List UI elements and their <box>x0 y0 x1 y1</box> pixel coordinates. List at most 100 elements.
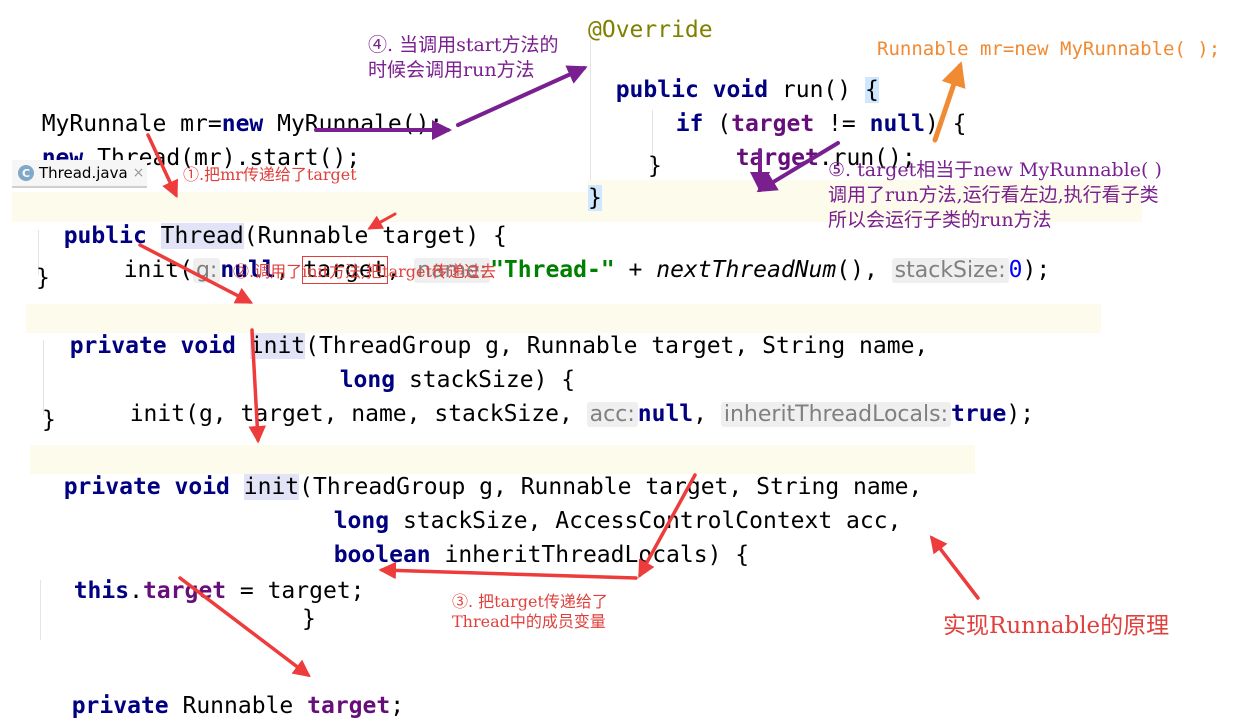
code-text: , <box>275 257 304 283</box>
matched-brace: { <box>864 77 879 103</box>
note-4-start-calls-run: ④. 当调用start方法的 时候会调用run方法 <box>368 34 559 81</box>
assign-target: this.target = target; <box>46 552 365 604</box>
main-line-1: MyRunnale mr=new MyRunnale(); <box>14 85 444 137</box>
code-text: stackSize, AccessControlContext acc, <box>389 508 902 534</box>
code-text: ); <box>1022 257 1051 283</box>
code-text: != <box>814 111 870 137</box>
keyword: public <box>615 77 699 103</box>
param-hint: stackSize: <box>891 258 1009 283</box>
note-1-mr-to-target: ①.把mr传递给了target <box>183 165 357 184</box>
indent-guide <box>652 110 653 170</box>
note-5-target-run: ⑤. target相当于new MyRunnable( ) 调用了run方法,运… <box>828 159 1162 231</box>
code-text: ); <box>1006 401 1035 427</box>
code-text: = target; <box>226 578 365 604</box>
arrow-to-run <box>456 65 588 127</box>
init2-signature: private void init(ThreadGroup g, Runnabl… <box>36 448 922 500</box>
indent-guide <box>43 340 44 415</box>
code-text: ) { <box>924 111 967 137</box>
diagram-title: 实现Runnable的原理 <box>943 613 1170 639</box>
code-text: + <box>614 257 657 283</box>
arrow-init1-to-init2 <box>248 328 266 444</box>
run-if: if (target != null) { <box>648 85 967 137</box>
keyword: void <box>180 333 236 359</box>
code-text: (ThreadGroup g, Runnable target, String … <box>305 333 929 359</box>
param-hint: inheritThreadLocals: <box>720 402 951 427</box>
method-name: init <box>243 474 300 500</box>
number-literal: 0 <box>1008 257 1023 283</box>
indent-guide <box>40 580 41 640</box>
arrow-init-to-init1 <box>138 243 254 304</box>
keyword: new <box>221 111 264 137</box>
code-text: ) { <box>465 223 507 249</box>
init1-close: } <box>42 407 56 433</box>
code-text: . <box>129 578 143 604</box>
arrow-title-pointer <box>929 535 980 600</box>
field-ref: target <box>735 145 819 171</box>
arrow-param-down <box>638 473 697 579</box>
keyword: private <box>69 333 167 359</box>
init2-line-highlight <box>30 445 975 474</box>
init1-line-highlight <box>26 304 1101 333</box>
arrow-to-assign <box>378 561 638 580</box>
code-text: MyRunnale(); <box>263 111 444 137</box>
init1-signature: private void init(ThreadGroup g, Runnabl… <box>42 307 928 359</box>
run-signature: public void run() { <box>588 51 879 103</box>
arrow-up-to-instance <box>932 61 966 143</box>
param-hint: g: <box>192 258 221 283</box>
arrow-param-to-target <box>367 212 397 230</box>
note-3-member-field: ③. 把target传递给了 Thread中的成员变量 <box>452 592 608 631</box>
code-text: run() <box>768 77 865 103</box>
arrow-assign-to-field <box>178 576 311 678</box>
code-text: (ThreadGroup g, Runnable target, String … <box>299 474 923 500</box>
editor-tab-thread-java[interactable]: C Thread.java × <box>12 160 147 188</box>
init1-signature-2: long stackSize) { <box>312 341 575 393</box>
run-call: target.run(); <box>708 119 916 171</box>
keyword: private <box>63 474 161 500</box>
arrow-target-run <box>756 141 840 193</box>
close-icon[interactable]: × <box>132 165 145 181</box>
param-hint: acc: <box>586 402 638 427</box>
code-text: ( <box>703 111 732 137</box>
ctor-signature: public Thread(Runnable target) { <box>36 197 507 249</box>
c-class-icon: C <box>18 165 34 181</box>
note-myrunnable-instance: Runnable mr=new MyRunnable( ); <box>877 38 1221 60</box>
run-close-highlight <box>588 180 1141 222</box>
note-2-call-init: ②.调用了init方法,把target传递过去 <box>233 262 496 281</box>
keyword: void <box>174 474 230 500</box>
code-text: MyRunnale mr= <box>41 111 222 137</box>
code-text: .run(); <box>818 145 916 171</box>
keyword: this <box>73 578 130 604</box>
param-hint: name: <box>414 258 491 283</box>
run-close-1: } <box>648 153 662 179</box>
code-text: , <box>693 401 721 427</box>
keyword: null <box>220 257 276 283</box>
run-close-2: } <box>588 185 602 211</box>
code-text: init( <box>123 257 193 283</box>
matched-brace: } <box>588 185 602 211</box>
init2-close: } <box>302 606 316 632</box>
ctor-init-call: init(g:null, target, name:"Thread-" + ne… <box>96 231 1050 284</box>
code-text: inheritThreadLocals) { <box>430 542 750 568</box>
keyword: true <box>951 401 1007 427</box>
target-arg-box: target <box>302 256 388 284</box>
string-literal: "Thread-" <box>490 257 615 283</box>
field-ref: target <box>731 111 815 137</box>
method-name: init <box>249 333 306 359</box>
method-call: nextThreadNum <box>656 257 837 283</box>
code-text: stackSize) { <box>395 367 576 393</box>
keyword: public <box>63 223 147 249</box>
code-text: , <box>386 257 401 283</box>
keyword: null <box>869 111 925 137</box>
tab-label: Thread.java <box>39 164 128 182</box>
keyword: null <box>637 401 694 427</box>
override-annotation: @Override <box>588 17 713 43</box>
keyword: long <box>333 508 390 534</box>
indent-guide <box>38 230 39 275</box>
indent-guide <box>590 40 591 180</box>
code-text: (Runnable <box>243 223 383 249</box>
keyword: long <box>339 367 396 393</box>
code-text: (), <box>836 257 878 283</box>
keyword: void <box>712 77 769 103</box>
init2-signature-2: long stackSize, AccessControlContext acc… <box>306 482 902 534</box>
